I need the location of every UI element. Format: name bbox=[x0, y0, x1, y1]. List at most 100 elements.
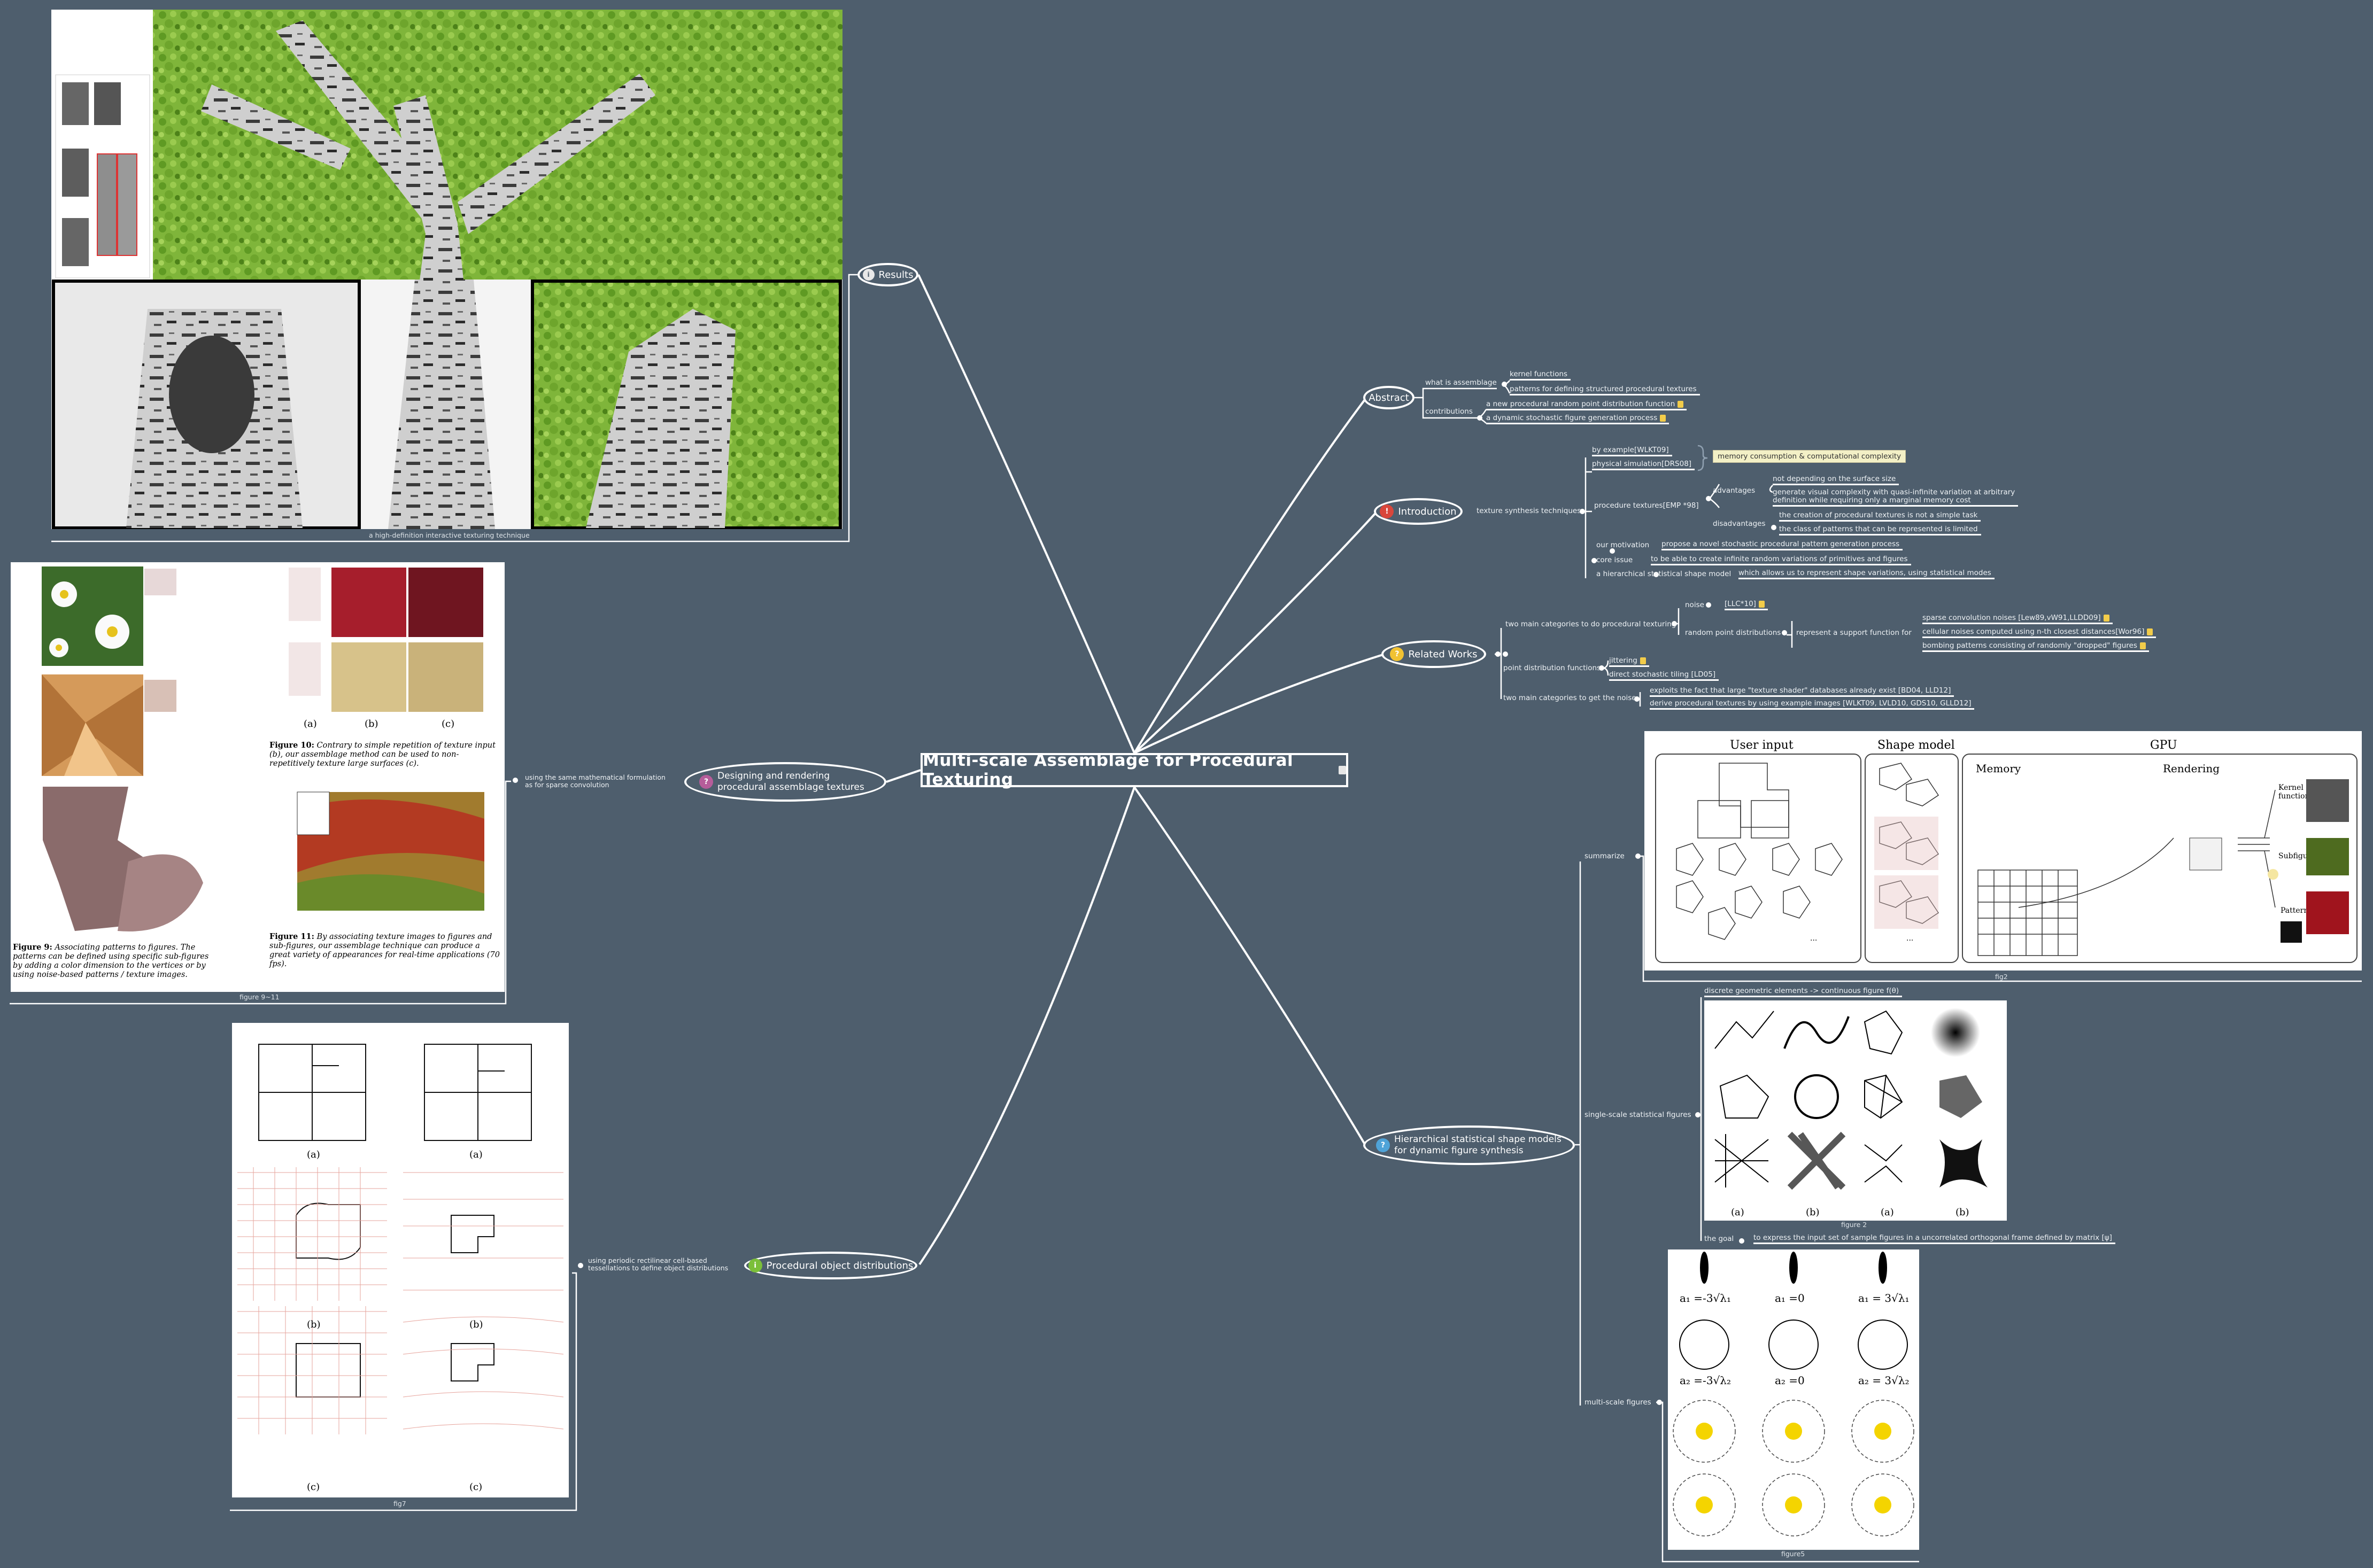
figure-2-shapes[interactable]: (a) (b) (a) (b) bbox=[1704, 1000, 2007, 1221]
c1-text: a new procedural random point distributi… bbox=[1486, 400, 1675, 408]
central-topic[interactable]: Multi-scale Assemblage for Procedural Te… bbox=[921, 751, 1348, 789]
sub-disadvantages[interactable]: disadvantages bbox=[1713, 519, 1766, 528]
sub-dis-limited[interactable]: the class of patterns that can be repres… bbox=[1779, 525, 1981, 535]
sub-jittering[interactable]: jittering bbox=[1609, 656, 1649, 667]
sub-noise-examples[interactable]: derive procedural textures by using exam… bbox=[1650, 699, 1975, 710]
results-caption: a high-definition interactive texturing … bbox=[369, 531, 530, 539]
sub-core-issue[interactable]: core issue bbox=[1596, 556, 1633, 564]
sub-core-text[interactable]: to be able to create infinite random var… bbox=[1651, 555, 1911, 565]
topic-results[interactable]: i Results bbox=[857, 263, 918, 286]
sub-two-noise-categories[interactable]: two main categories to get the noise bbox=[1503, 694, 1636, 702]
memo-memory-consumption[interactable]: memory consumption & computational compl… bbox=[1713, 450, 1906, 463]
fig2-label-3: (a) bbox=[1881, 1207, 1894, 1218]
sub-summarize[interactable]: summarize bbox=[1584, 852, 1625, 860]
pipeline-diagram bbox=[1676, 763, 2349, 956]
figure-2-pipeline[interactable]: User input Shape model GPU Memory Render… bbox=[1644, 731, 2362, 971]
ellipsis-1: ... bbox=[1810, 934, 1818, 943]
sub-the-goal[interactable]: the goal bbox=[1704, 1235, 1734, 1243]
figure-5-caption: figure5 bbox=[1781, 1550, 1805, 1558]
tree-illustration bbox=[51, 10, 842, 529]
sub-single-scale[interactable]: single-scale statistical figures bbox=[1584, 1111, 1691, 1119]
question-icon: ? bbox=[1390, 647, 1404, 661]
fig7-label-1: (a) bbox=[307, 1149, 320, 1160]
sub-noise-databases[interactable]: exploits the fact that large "texture sh… bbox=[1650, 686, 1954, 697]
sub-multi-scale[interactable]: multi-scale figures bbox=[1584, 1398, 1651, 1407]
attachment-icon bbox=[2147, 628, 2153, 635]
figure-9-11[interactable]: (a) (b) (c) Figure 9: Associating patter… bbox=[11, 562, 505, 992]
adv2a-text: generate visual complexity with quasi-in… bbox=[1773, 488, 2015, 496]
central-title: Multi-scale Assemblage for Procedural Te… bbox=[923, 751, 1294, 789]
sub-contribution-2[interactable]: a dynamic stochastic figure generation p… bbox=[1486, 414, 1669, 424]
topic-abstract[interactable]: Abstract bbox=[1363, 386, 1414, 409]
topic-abstract-label: Abstract bbox=[1369, 392, 1409, 403]
shape-model-panel bbox=[1865, 754, 1959, 963]
sub-direct-tiling[interactable]: direct stochastic tiling [LD05] bbox=[1609, 670, 1719, 681]
shape-model-title: Shape model bbox=[1877, 739, 1955, 752]
sub-cellular-noises[interactable]: cellular noises computed using n-th clos… bbox=[1922, 627, 2156, 638]
sub-sparse-convolution[interactable]: sparse convolution noises [Lew89,vW91,LL… bbox=[1922, 614, 2113, 624]
sub-point-distribution[interactable]: point distribution functions bbox=[1503, 664, 1601, 672]
kernel-function-label: Kernel function bbox=[2278, 783, 2310, 801]
sub-advantages[interactable]: advantages bbox=[1713, 486, 1756, 495]
results-image[interactable] bbox=[51, 10, 842, 529]
sub-adv-complexity[interactable]: generate visual complexity with quasi-in… bbox=[1773, 488, 2019, 507]
rendering-title: Rendering bbox=[2163, 762, 2220, 775]
fig7-label-2: (a) bbox=[469, 1149, 483, 1160]
figure-7[interactable]: (a) (a) (b) (b) (c) (c) bbox=[232, 1023, 569, 1497]
attachment-icon bbox=[2103, 614, 2109, 622]
sub-adv-surface[interactable]: not depending on the surface size bbox=[1773, 475, 1899, 485]
sub-random-point-dist[interactable]: random point distributions bbox=[1685, 628, 1781, 637]
topic-designing-label: Designing and rendering procedural assem… bbox=[717, 771, 864, 793]
sub-hssm[interactable]: a hierarchical statistical shape model bbox=[1596, 570, 1732, 578]
priority-icon: ! bbox=[1380, 504, 1394, 518]
sub-contributions[interactable]: contributions bbox=[1425, 407, 1473, 416]
s1-text: sparse convolution noises [Lew89,vW91,LL… bbox=[1922, 614, 2101, 622]
fig9-text: Associating patterns to figures. The pat… bbox=[13, 943, 209, 979]
sub-physical-simulation[interactable]: physical simulation[DRS08] bbox=[1592, 460, 1695, 470]
sub-goal-text[interactable]: to express the input set of sample figur… bbox=[1753, 1233, 2115, 1244]
sub-by-example[interactable]: by example[WLKT09] bbox=[1592, 446, 1672, 456]
sub-kernel-functions[interactable]: kernel functions bbox=[1510, 370, 1571, 381]
sub-contribution-1[interactable]: a new procedural random point distributi… bbox=[1486, 400, 1687, 410]
gpu-title: GPU bbox=[2150, 739, 2177, 752]
sub-texture-synthesis[interactable]: texture synthesis techniques bbox=[1477, 507, 1581, 515]
memory-title: Memory bbox=[1976, 762, 2021, 775]
fig2-label-4: (b) bbox=[1955, 1207, 1969, 1218]
sub-structured-patterns[interactable]: patterns for defining structured procedu… bbox=[1510, 385, 1700, 395]
label-b: (b) bbox=[365, 718, 378, 729]
figure-9-11-caption: figure 9~11 bbox=[239, 993, 280, 1001]
fig10-caption: Figure 10: Contrary to simple repetition… bbox=[269, 741, 503, 769]
fig2-label-1: (a) bbox=[1731, 1207, 1744, 1218]
sub-periodic-tessellation[interactable]: using periodic rectilinear cell-based te… bbox=[588, 1256, 729, 1272]
ellipsis-2: ... bbox=[1906, 934, 1914, 943]
topic-introduction[interactable]: ! Introduction bbox=[1374, 498, 1463, 525]
sub-bombing-patterns[interactable]: bombing patterns consisting of randomly … bbox=[1922, 641, 2149, 652]
sub-support-function[interactable]: represent a support function for bbox=[1796, 628, 1912, 637]
topic-hierarchical[interactable]: ? Hierarchical statistical shape models … bbox=[1363, 1125, 1575, 1165]
sub-hssm-text[interactable]: which allows us to represent shape varia… bbox=[1738, 569, 1995, 579]
sub-discrete-elements[interactable]: discrete geometric elements -> continuou… bbox=[1704, 987, 1903, 997]
fig9-caption: Figure 9: Associating patterns to figure… bbox=[13, 943, 211, 980]
sub-motivation-text[interactable]: propose a novel stochastic procedural pa… bbox=[1661, 540, 1903, 550]
sub-our-motivation[interactable]: our motivation bbox=[1596, 541, 1650, 549]
sub-procedure-textures[interactable]: procedure textures[EMP *98] bbox=[1594, 501, 1699, 510]
sub-two-main-categories[interactable]: two main categories to do procedural tex… bbox=[1505, 620, 1676, 628]
fig7-label-4: (b) bbox=[469, 1319, 483, 1330]
sub-dis-creation[interactable]: the creation of procedural textures is n… bbox=[1779, 511, 1981, 522]
sub-same-formulation[interactable]: using the same mathematical formulation … bbox=[525, 773, 666, 789]
jitter-text: jittering bbox=[1609, 656, 1637, 665]
topic-related-works[interactable]: ? Related Works bbox=[1381, 640, 1486, 668]
attachment-icon bbox=[1640, 657, 1646, 664]
sub-noise-ref[interactable]: [LLC*10] bbox=[1725, 600, 1768, 610]
topic-procedural-object[interactable]: i Procedural object distributions bbox=[744, 1252, 917, 1279]
figure-5[interactable]: a₁ =-3√λ₁ a₁ =0 a₁ = 3√λ₁ a₂ =-3√λ₂ a₂ =… bbox=[1668, 1249, 1919, 1550]
fig5-a2-left: a₂ =-3√λ₂ bbox=[1680, 1374, 1731, 1387]
fig9-title: Figure 9: bbox=[13, 943, 52, 952]
sub-what-is-assemblage[interactable]: what is assemblage bbox=[1425, 378, 1497, 387]
topic-procedural-label: Procedural object distributions bbox=[766, 1260, 914, 1271]
sub-noise[interactable]: noise bbox=[1685, 601, 1704, 609]
topic-designing[interactable]: ? Designing and rendering procedural ass… bbox=[684, 762, 886, 802]
fig5-a2-mid: a₂ =0 bbox=[1775, 1374, 1805, 1387]
s2-text: cellular noises computed using n-th clos… bbox=[1922, 627, 2145, 636]
fig7-label-3: (b) bbox=[307, 1319, 321, 1330]
